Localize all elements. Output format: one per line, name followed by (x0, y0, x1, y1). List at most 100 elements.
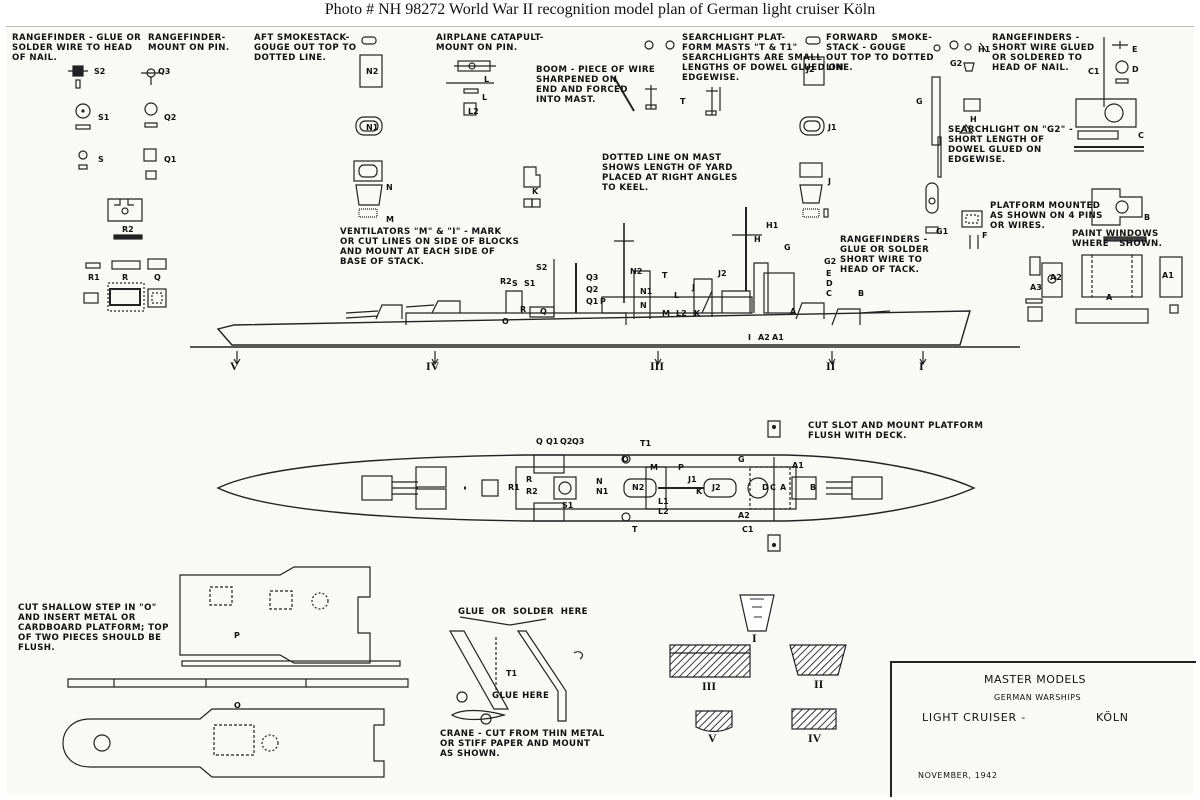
profile-label-r2: R2 (500, 277, 512, 286)
note-searchlight-platform: SEARCHLIGHT PLAT- FORM MASTS "T & T1" SE… (682, 33, 844, 83)
note-rangefinders-short-wire: RANGEFINDERS - SHORT WIRE GLUED OR SOLDE… (992, 33, 1095, 73)
note-forward-smokestack: FORWARD SMOKE- STACK - GOUGE OUT TOP TO … (826, 33, 934, 73)
plan-label-n: N (596, 477, 603, 486)
label-a1: A1 (1162, 271, 1174, 280)
profile-label-b: B (858, 289, 865, 298)
plan-label-d: D (762, 483, 769, 492)
part-e-d (1103, 37, 1129, 107)
part-g1 (925, 182, 939, 234)
profile-label-p: P (600, 297, 606, 306)
plan-label-r2: R2 (526, 487, 538, 496)
part-n1-n (353, 116, 383, 218)
note-ventilators: VENTILATORS "M" & "I" - MARK OR CUT LINE… (340, 227, 520, 267)
section-iii (669, 644, 751, 678)
part-r2 (107, 198, 143, 240)
profile-label-o: O (502, 317, 509, 326)
station-i: I (919, 359, 924, 373)
profile-label-n2: N2 (630, 267, 643, 276)
part-catapult-l (446, 60, 496, 116)
section-i (739, 594, 775, 632)
label-g2: G2 (950, 59, 963, 68)
label-r2: R2 (122, 225, 134, 234)
plan-label-q2: Q2 (560, 437, 573, 446)
part-c1-c (1074, 98, 1144, 152)
plan-label-a: A (780, 483, 787, 492)
label-q: Q (154, 273, 161, 282)
part-g (931, 44, 942, 178)
section-label-ii: II (814, 677, 824, 691)
label-j: J (828, 177, 831, 186)
profile-label-g2: G2 (824, 257, 837, 266)
photo-caption: Photo # NH 98272 World War II recognitio… (324, 1, 876, 18)
note-boom: BOOM - PIECE OF WIRE SHARPENED ON END AN… (536, 65, 656, 105)
profile-label-q: Q (540, 307, 547, 316)
profile-label-s: S (512, 279, 518, 288)
label-l: L (484, 75, 490, 84)
part-b (1091, 188, 1147, 242)
title-ship-type: LIGHT CRUISER - (922, 711, 1027, 724)
section-label-v: V (708, 731, 717, 745)
plan-label-c1: C1 (742, 525, 754, 534)
profile-label-g: G (784, 243, 791, 252)
label-t: T (680, 97, 686, 106)
title-ship-name: KÖLN (1096, 711, 1129, 724)
label-n2: N2 (366, 67, 379, 76)
station-ii: II (826, 359, 836, 373)
part-platform-p (179, 566, 371, 664)
note-rangefinder-glue: RANGEFINDER - GLUE OR SOLDER WIRE TO HEA… (12, 33, 142, 63)
label-c: C (1138, 131, 1144, 140)
section-v (695, 710, 733, 733)
station-markers (233, 351, 927, 366)
profile-label-c: C (826, 289, 832, 298)
profile-label-r: R (520, 305, 527, 314)
plan-label-p: P (678, 463, 684, 472)
label-n: N (386, 183, 393, 192)
label-q1: Q1 (164, 155, 177, 164)
label-t1: T1 (506, 669, 518, 678)
label-e: E (1132, 45, 1138, 54)
label-g: G (916, 97, 923, 106)
label-r1: R1 (88, 273, 100, 282)
plan-label-q1: Q1 (546, 437, 559, 446)
label-a2: A2 (1050, 273, 1062, 282)
label-j2: J2 (806, 65, 815, 74)
label-m: M (386, 215, 394, 224)
ship-profile (190, 207, 1020, 348)
note-rangefinder-mount: RANGEFINDER- MOUNT ON PIN. (148, 33, 230, 53)
part-searchlight-masts (613, 40, 721, 116)
plan-label-c: C (770, 483, 776, 492)
part-crane-t1 (448, 616, 584, 725)
profile-label-l2: L2 (676, 309, 687, 318)
part-q3 (141, 68, 161, 85)
label-c1: C1 (1088, 67, 1100, 76)
plan-label-a1: A1 (792, 461, 804, 470)
profile-label-d: D (826, 279, 833, 288)
profile-label-q3: Q3 (586, 273, 599, 282)
label-o: O (234, 701, 241, 710)
part-r1-r-q (83, 258, 167, 312)
profile-label-q1: Q1 (586, 297, 599, 306)
label-l1: L (482, 93, 488, 102)
part-j2 (803, 36, 825, 86)
plan-label-m: M (650, 463, 658, 472)
part-f (961, 210, 983, 249)
label-l2: L2 (468, 107, 479, 116)
label-h1: H1 (978, 45, 991, 54)
profile-label-q2: Q2 (586, 285, 599, 294)
profile-label-s2: S2 (536, 263, 548, 272)
plan-label-q: Q (536, 437, 543, 446)
label-r: R (122, 273, 129, 282)
part-k (523, 166, 541, 208)
plan-label-s1: S1 (562, 501, 574, 510)
part-s1 (75, 103, 91, 130)
plan-label-j1: J1 (688, 475, 697, 484)
plan-label-a2: A2 (738, 511, 750, 520)
plan-label-g: G (738, 455, 745, 464)
title-block: MASTER MODELS GERMAN WARSHIPS LIGHT CRUI… (890, 661, 1196, 797)
plan-label-r: R (526, 475, 533, 484)
label-s1: S1 (98, 113, 110, 122)
title-date: NOVEMBER, 1942 (918, 771, 998, 780)
label-s: S (98, 155, 104, 164)
note-paint-windows: PAINT WINDOWS WHERE SHOWN. (1072, 229, 1163, 249)
label-q3: Q3 (158, 67, 171, 76)
